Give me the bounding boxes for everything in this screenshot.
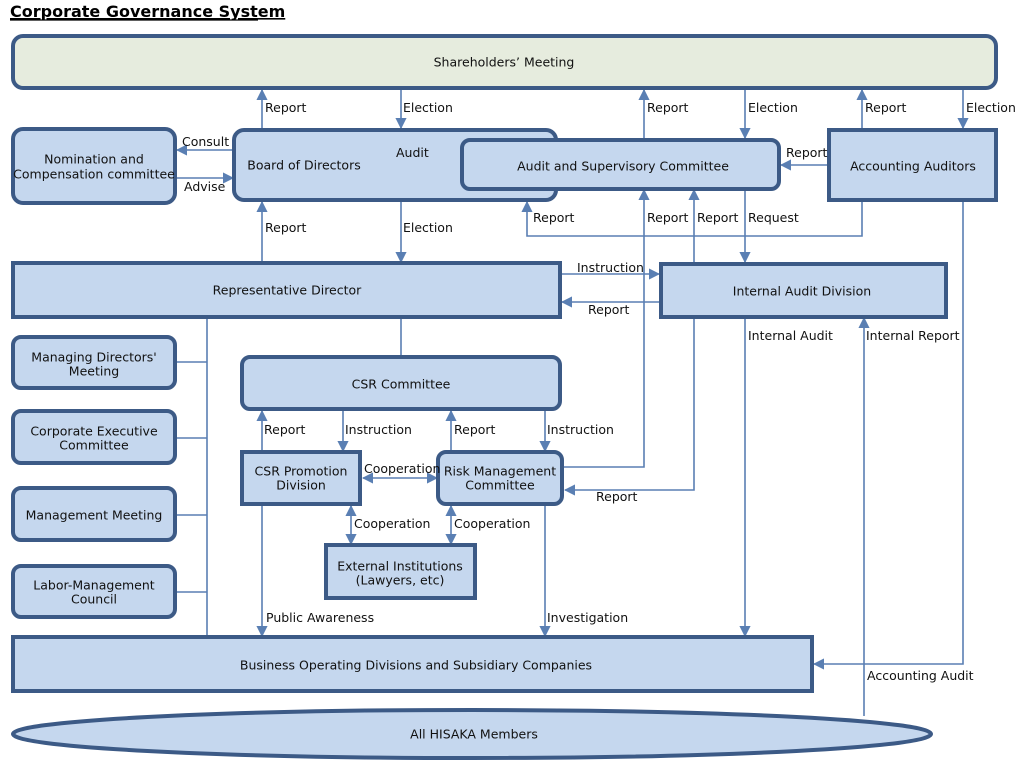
node-audit-supervisory-committee: Audit and Supervisory Committee [460,138,781,191]
label-election: Election [748,100,798,115]
label-cooperation: Cooperation [454,516,530,531]
label-accounting-audit: Accounting Audit [867,668,974,683]
node-risk-management-committee: Risk Management Committee [436,450,564,506]
label-instruction: Instruction [547,422,614,437]
node-nomination-committee: Nomination and Compensation committee [11,127,177,205]
label-audit: Audit [396,145,429,160]
label-request: Request [748,210,799,225]
svg-text:Meeting: Meeting [69,364,119,379]
label-public-awareness: Public Awareness [266,610,374,625]
label-report: Report [265,220,307,235]
label-report: Report [697,210,739,225]
svg-text:Shareholders’ Meeting: Shareholders’ Meeting [434,55,575,70]
label-election: Election [966,100,1016,115]
label-report: Report [265,100,307,115]
svg-text:Compensation committee: Compensation committee [13,167,175,182]
svg-text:Internal Audit Division: Internal Audit Division [733,284,871,299]
page-title: Corporate Governance System [10,2,285,21]
node-csr-promotion-division: CSR Promotion Division [240,450,362,506]
svg-text:Committee: Committee [59,438,129,453]
svg-text:Board of Directors: Board of Directors [247,158,360,173]
arrow-rmc-report-asc [563,188,650,468]
label-report: Report [588,302,630,317]
svg-text:Council: Council [71,592,117,607]
svg-text:Accounting Auditors: Accounting Auditors [850,159,976,174]
arrow-iad-report-rmc [563,318,695,496]
label-election: Election [403,220,453,235]
label-cooperation: Cooperation [354,516,430,531]
edge-labels: Report Election Report Election Report E… [182,100,1016,683]
label-report: Report [596,489,638,504]
label-consult: Consult [182,134,229,149]
label-report: Report [264,422,306,437]
svg-text:Management Meeting: Management Meeting [26,508,163,523]
label-report: Report [865,100,907,115]
svg-text:CSR Committee: CSR Committee [352,377,451,392]
svg-text:Business Operating Divisions a: Business Operating Divisions and Subsidi… [240,658,592,673]
label-report: Report [533,210,575,225]
node-labor-management-council: Labor-Management Council [11,564,177,619]
nodes: Shareholders’ Meeting Nomination and Com… [11,34,998,760]
svg-text:Managing Directors': Managing Directors' [31,350,156,365]
svg-text:Audit and Supervisory Committe: Audit and Supervisory Committee [517,159,729,174]
svg-text:Division: Division [276,478,326,493]
node-internal-audit-division: Internal Audit Division [659,262,948,319]
arrow-aa-audit-business [812,200,964,670]
svg-text:Labor-Management: Labor-Management [33,578,154,593]
label-advise: Advise [184,179,226,194]
node-shareholders-meeting: Shareholders’ Meeting [11,34,998,90]
label-instruction: Instruction [345,422,412,437]
svg-text:Representative Director: Representative Director [213,283,362,298]
node-all-hisaka-members: All HISAKA Members [11,708,933,760]
svg-text:Corporate Executive: Corporate Executive [30,424,158,439]
label-instruction: Instruction [577,260,644,275]
label-cooperation: Cooperation [364,461,440,476]
node-csr-committee: CSR Committee [240,355,562,411]
node-accounting-auditors: Accounting Auditors [827,128,998,202]
node-representative-director: Representative Director [11,261,562,319]
node-managing-directors-meeting: Managing Directors' Meeting [11,335,177,390]
svg-text:Nomination and: Nomination and [44,152,144,167]
node-management-meeting: Management Meeting [11,486,177,542]
node-external-institutions: External Institutions (Lawyers, etc) [324,543,477,600]
svg-text:(Lawyers, etc): (Lawyers, etc) [356,573,445,588]
svg-text:External Institutions: External Institutions [337,559,463,574]
svg-text:All HISAKA Members: All HISAKA Members [410,727,538,742]
node-corporate-executive-committee: Corporate Executive Committee [11,409,177,465]
connectors [175,88,969,716]
label-report: Report [454,422,496,437]
label-investigation: Investigation [547,610,628,625]
label-election: Election [403,100,453,115]
label-report: Report [647,210,689,225]
svg-text:Risk Management: Risk Management [444,464,556,479]
label-internal-report: Internal Report [866,328,960,343]
label-report: Report [786,145,828,160]
label-report: Report [647,100,689,115]
svg-text:CSR Promotion: CSR Promotion [255,464,348,479]
label-internal-audit: Internal Audit [748,328,833,343]
node-business-operating-divisions: Business Operating Divisions and Subsidi… [11,635,814,693]
svg-text:Committee: Committee [465,478,535,493]
